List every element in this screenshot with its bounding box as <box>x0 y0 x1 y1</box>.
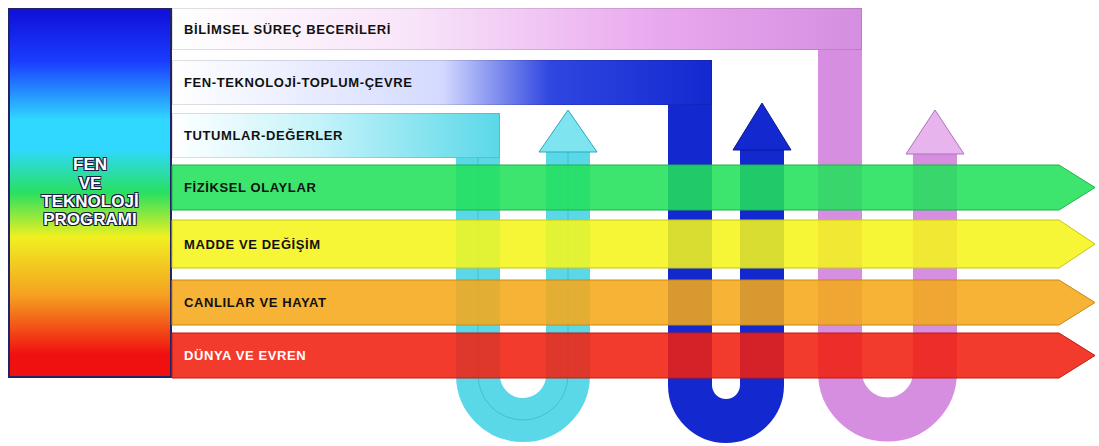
program-block: FEN VE TEKNOLOJİ PROGRAMI <box>8 8 172 378</box>
band-label: MADDE VE DEĞİŞİM <box>184 237 321 252</box>
band-label: CANLILAR VE HAYAT <box>184 295 327 310</box>
process-band: BİLİMSEL SÜREÇ BECERİLERİ <box>172 8 862 50</box>
blue-arrowhead <box>733 103 791 150</box>
arrow-band-shape <box>172 333 1095 378</box>
content-arrow-band: FİZİKSEL OLAYLAR <box>172 165 1095 210</box>
arrow-band-fill <box>172 165 1095 210</box>
content-arrow-band: MADDE VE DEĞİŞİM <box>172 220 1095 268</box>
program-title: FEN VE TEKNOLOJİ PROGRAMI <box>20 156 160 229</box>
process-band: TUTUMLAR-DEĞERLER <box>172 113 500 158</box>
cyan-arrowhead <box>539 110 597 152</box>
band-label: DÜNYA VE EVREN <box>184 348 306 363</box>
content-arrow-band: CANLILAR VE HAYAT <box>172 280 1095 325</box>
band-label: FEN-TEKNOLOJİ-TOPLUM-ÇEVRE <box>184 75 412 90</box>
band-label: TUTUMLAR-DEĞERLER <box>184 128 343 143</box>
content-arrow-band: DÜNYA VE EVREN <box>172 333 1095 378</box>
purple-arrowhead <box>906 110 964 154</box>
arrow-band-fill <box>172 220 1095 268</box>
band-label: FİZİKSEL OLAYLAR <box>184 180 316 195</box>
process-band: FEN-TEKNOLOJİ-TOPLUM-ÇEVRE <box>172 60 712 105</box>
arrow-band-fill <box>172 280 1095 325</box>
band-label: BİLİMSEL SÜREÇ BECERİLERİ <box>184 22 391 37</box>
arrow-band-fill <box>172 333 1095 378</box>
